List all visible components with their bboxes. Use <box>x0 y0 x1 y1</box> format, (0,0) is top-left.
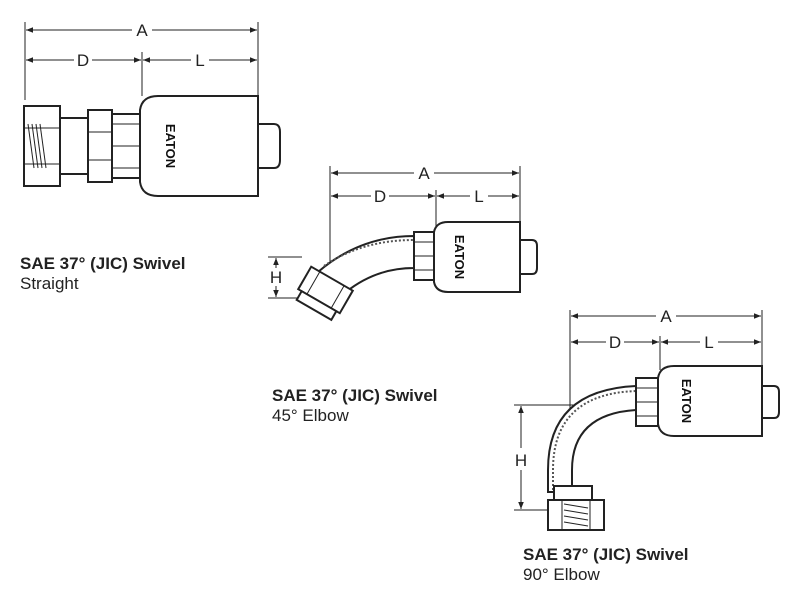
caption-45-elbow: SAE 37° (JIC) Swivel 45° Elbow <box>272 386 438 425</box>
elbow45-dim-a-label: A <box>418 164 430 183</box>
straight-swivel-nut <box>23 105 89 187</box>
elbow90-dim-h: H <box>514 404 580 511</box>
caption-45-elbow-title: SAE 37° (JIC) Swivel <box>272 386 438 405</box>
elbow90-dim-l: L <box>661 333 761 352</box>
straight-dim-a-label: A <box>136 21 148 40</box>
elbow90-dim-h-label: H <box>515 451 527 470</box>
straight-dim-l-label: L <box>195 51 204 70</box>
elbow45-dim-l: L <box>437 187 519 206</box>
straight-dim-a: A <box>26 21 257 40</box>
straight-hose-stub <box>257 123 281 169</box>
elbow90-dim-l-label: L <box>704 333 713 352</box>
elbow-90-fitting: A D L H <box>514 307 780 531</box>
caption-90-elbow: SAE 37° (JIC) Swivel 90° Elbow <box>523 545 689 584</box>
elbow45-hose-stub <box>519 239 538 275</box>
elbow45-dim-d-label: D <box>374 187 386 206</box>
caption-straight-subtitle: Straight <box>20 273 79 293</box>
elbow45-swivel-nut <box>295 265 355 322</box>
straight-shell: EATON <box>139 95 259 197</box>
elbow-45-fitting: A D L H <box>268 164 538 322</box>
straight-dim-l: L <box>143 51 257 70</box>
elbow45-collar <box>413 231 435 281</box>
elbow90-brand-logo: EATON <box>679 379 694 423</box>
elbow90-hose-stub <box>761 385 780 419</box>
straight-brand-logo: EATON <box>163 124 178 168</box>
elbow45-dim-h: H <box>268 256 302 299</box>
caption-straight-title: SAE 37° (JIC) Swivel <box>20 254 186 273</box>
elbow90-shell: EATON <box>657 365 763 437</box>
caption-straight: SAE 37° (JIC) Swivel Straight <box>20 254 186 293</box>
straight-hex <box>87 109 113 183</box>
elbow90-dim-a-label: A <box>660 307 672 326</box>
straight-dim-d-label: D <box>77 51 89 70</box>
elbow45-brand-logo: EATON <box>452 235 467 279</box>
elbow90-tube <box>547 384 637 493</box>
caption-90-elbow-title: SAE 37° (JIC) Swivel <box>523 545 689 564</box>
elbow45-dim-d: D <box>331 187 435 206</box>
straight-dim-d: D <box>26 51 141 70</box>
elbow45-shell: EATON <box>433 221 521 293</box>
straight-fitting: A D L <box>23 21 281 197</box>
elbow90-swivel-nut <box>547 485 605 531</box>
elbow90-dim-d-label: D <box>609 333 621 352</box>
elbow45-dim-h-label: H <box>270 268 282 287</box>
straight-collar <box>111 113 141 179</box>
caption-90-elbow-subtitle: 90° Elbow <box>523 564 600 584</box>
elbow90-dim-a: A <box>571 307 761 326</box>
elbow45-dim-l-label: L <box>474 187 483 206</box>
elbow90-dim-d: D <box>571 333 659 352</box>
elbow90-collar <box>635 377 659 427</box>
caption-45-elbow-subtitle: 45° Elbow <box>272 405 349 425</box>
elbow45-dim-a: A <box>331 164 519 183</box>
